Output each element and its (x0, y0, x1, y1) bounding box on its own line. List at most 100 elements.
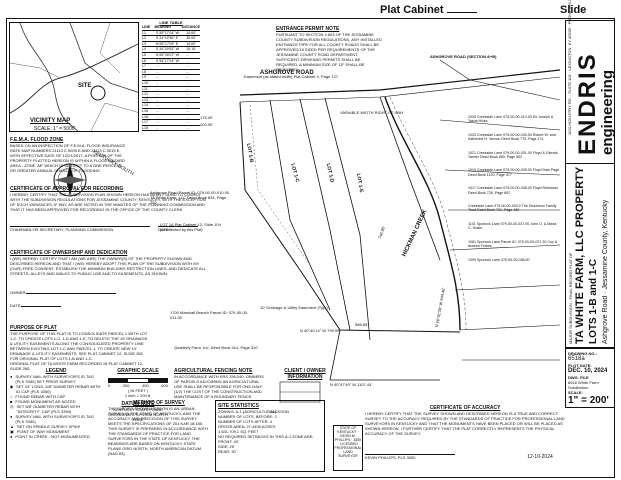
line-table-title: LINE TABLE (159, 20, 183, 25)
legend-item: ◎SET 5/8" DIAMETER REBAR WITH "INTEGRITY… (10, 404, 102, 414)
ownership-text: I (WE) HEREBY CERTIFY THAT I AM (WE ARE)… (10, 256, 206, 276)
site-stats-note: NO REQUIRED SETBACKS IN THIS A-1 ZONE AR… (218, 434, 314, 439)
line-table-cell: ... (155, 114, 159, 119)
line-table-cell: ... (155, 80, 159, 85)
legend-title: LEGEND (45, 368, 67, 374)
north-arrow-icon (53, 163, 87, 197)
scale-tick: 600 (161, 383, 168, 388)
line-table-cell: DISTANCE (181, 25, 200, 29)
purpose-section: PURPOSE OF PLAT THE PURPOSE OF THIS PLAT… (10, 325, 150, 371)
legend-item: ◆SET 24" LONG, 5/8" DIAMETER REBAR WITH … (10, 384, 102, 394)
bearing-1: 175.00' (200, 115, 213, 120)
line-table-cell: L5 (142, 52, 146, 57)
owner-line: OWNER: (10, 290, 210, 295)
site-stat-row: 1,631,709.1 SQ. FEET (218, 429, 259, 434)
north-arrow (50, 160, 90, 205)
line-table-cell: ... (155, 103, 159, 108)
adjoiner-labels: 1025 Creekside Lane 079-00-00-014.00 De … (468, 115, 560, 271)
legend-symbol-icon: ◆ (10, 384, 14, 389)
project-lots: LOTS 1-B and 1-C (588, 258, 599, 344)
parcel-label-4: Quarterly Farm, Inc. Deed Book 414, Page… (174, 345, 258, 350)
line-table-cell: ... (155, 97, 159, 102)
surveyor-date: 12-10-2024 (527, 454, 553, 460)
line-table-cell: ... (186, 86, 190, 91)
plat-type: MAJOR SUBDIVISION - FINAL RECORD PLAT OF (568, 252, 573, 345)
line-table-cell: ... (155, 108, 159, 113)
line-table-cell: LINE (142, 25, 151, 29)
plot-date: DEC. 10, 2024 (568, 368, 608, 374)
line-table-row: L16...... (142, 115, 200, 121)
line-table-cell: L14 (142, 103, 148, 108)
client-section: CLIENT / OWNER INFORMATION JACKSON (270, 368, 340, 414)
line-table-cell: ... (155, 120, 159, 125)
line-table-cell: ... (155, 86, 159, 91)
legend-symbol-icon: ● (10, 434, 13, 439)
scale-tick: 200 (122, 383, 130, 388)
scale-label: SCALE: (568, 390, 583, 395)
drainage-note: 10' Drainage & Utility Easement (Typ.) (260, 305, 328, 310)
line-table-cell: ... (186, 52, 190, 57)
road-label-section: ASHGROVE ROAD (SECTION A+B) (430, 54, 497, 59)
parcel-label-1: Ashgrove Road Parcel ID: 079-00-00-010.0… (150, 190, 230, 205)
entrance-title: ENTRANCE PERMIT NOTE (276, 26, 340, 32)
line-table-cell: N 55°17'04" E (155, 41, 179, 46)
dwg-file-label: DWG. FILE (568, 375, 589, 380)
line-table-cell: ... (186, 103, 190, 108)
line-table-row: L8...... (142, 70, 200, 76)
legend-symbol-icon: ▲ (10, 424, 14, 429)
legend-items: ●SURVEY NAIL WITH SURVEYOR'S ID TAG (PLS… (10, 374, 102, 439)
legend-text: FOUND MONUMENT AS NOTED (15, 399, 76, 404)
adjoiner-label: 1017 Creekside Lane 079-00-00-038.00 Flo… (468, 186, 559, 195)
agricultural-title: AGRICULTURAL FENCING NOTE (174, 368, 253, 374)
legend-item: ▲SET ON SPINDLE SURVEY SPIKE (10, 424, 102, 429)
legend-item: ●POINT IN CREEK - NOT MONUMENTED (10, 434, 102, 439)
scale-tick: 400 (142, 383, 149, 388)
accuracy-text: I HEREBY CERTIFY THAT THE SURVEY SHOWN A… (365, 411, 565, 436)
line-table-cell: L13 (142, 97, 148, 102)
site-label: SITE (78, 83, 92, 89)
client-title: CLIENT / OWNER INFORMATION (284, 368, 326, 380)
bearing-4: 586.85' (355, 322, 368, 327)
adjoiner-label: 1099 Spurlock Lane 079-00-00-038.00 (468, 257, 530, 262)
entrance-section: ENTRANCE PERMIT NOTE PURSUANT TO SECTION… (276, 26, 382, 72)
line-table-cell: L16 (142, 114, 148, 119)
line-table-row: L14...... (142, 103, 200, 109)
client-line-1: JACKSON (270, 409, 289, 414)
method-text: THE SURVEY SHOWN HEREON IS AN URBAN SURV… (108, 406, 209, 456)
adjoiner-label: 1019 Creekside Lane 079-00-00-039.00 Flo… (468, 168, 560, 177)
accuracy-title: CERTIFICATE OF ACCURACY (429, 405, 501, 411)
site-stat-row: NUMBER OF LOTS, BEFORE: 2 (218, 414, 277, 419)
legend-text: POINT OF WAY MONUMENT (16, 429, 70, 434)
line-table-cell: ... (155, 69, 159, 74)
legend-text: SET ON SPINDLE SURVEY SPIKE (16, 424, 81, 429)
ownership-section: CERTIFICATE OF OWNERSHIP AND DEDICATION … (10, 250, 210, 308)
plat-map: ASHGROVE ROAD ASHGROVE ROAD (SECTION A+B… (140, 54, 561, 400)
site-stat-row: NUMBER OF LOTS AFTER: 4 (218, 419, 273, 424)
purpose-extra: ORIGINAL PLAT OF TA WHITE FARM RECORDED … (10, 361, 144, 371)
legend-text: POINT IN CREEK - NOT MONUMENTED (15, 434, 90, 439)
graphic-scale-value: 1 inch = 200 ft. (124, 393, 152, 398)
scale-value: 1" = 200' (568, 395, 609, 406)
vicinity-map: SITE (9, 22, 139, 132)
legend-text: FOUND REBAR WITH CAP (15, 394, 66, 399)
legend-symbol-icon: ● (10, 374, 13, 379)
adjoiner-label: Creekside Lane 079-00-00-000.0 The Dicke… (468, 204, 557, 213)
line-table-row: L9...... (142, 75, 200, 81)
line-table-cell: L4 (142, 47, 146, 52)
dwg-file: 6518 White Farm Subdivision (568, 380, 599, 390)
line-table-cell: ... (186, 97, 190, 102)
legend-symbol-icon: ● (10, 414, 13, 419)
parcel-label-3: 1700 Marshall Branch Parcel ID: 079-00-0… (170, 310, 249, 320)
graphic-scale-unit: ( IN FEET ) (127, 388, 149, 393)
surveyor-signature: KEVIN PHILLIPS, PLS 3350 (365, 454, 455, 460)
setback-row: SIDE: 25' (218, 444, 235, 449)
line-table-cell: L9 (142, 75, 146, 80)
legend-text: SURVEY NAIL WITH SURVEYOR'S ID TAG (PLS … (15, 414, 94, 424)
datum-title: DATUM NOTE (121, 401, 155, 407)
